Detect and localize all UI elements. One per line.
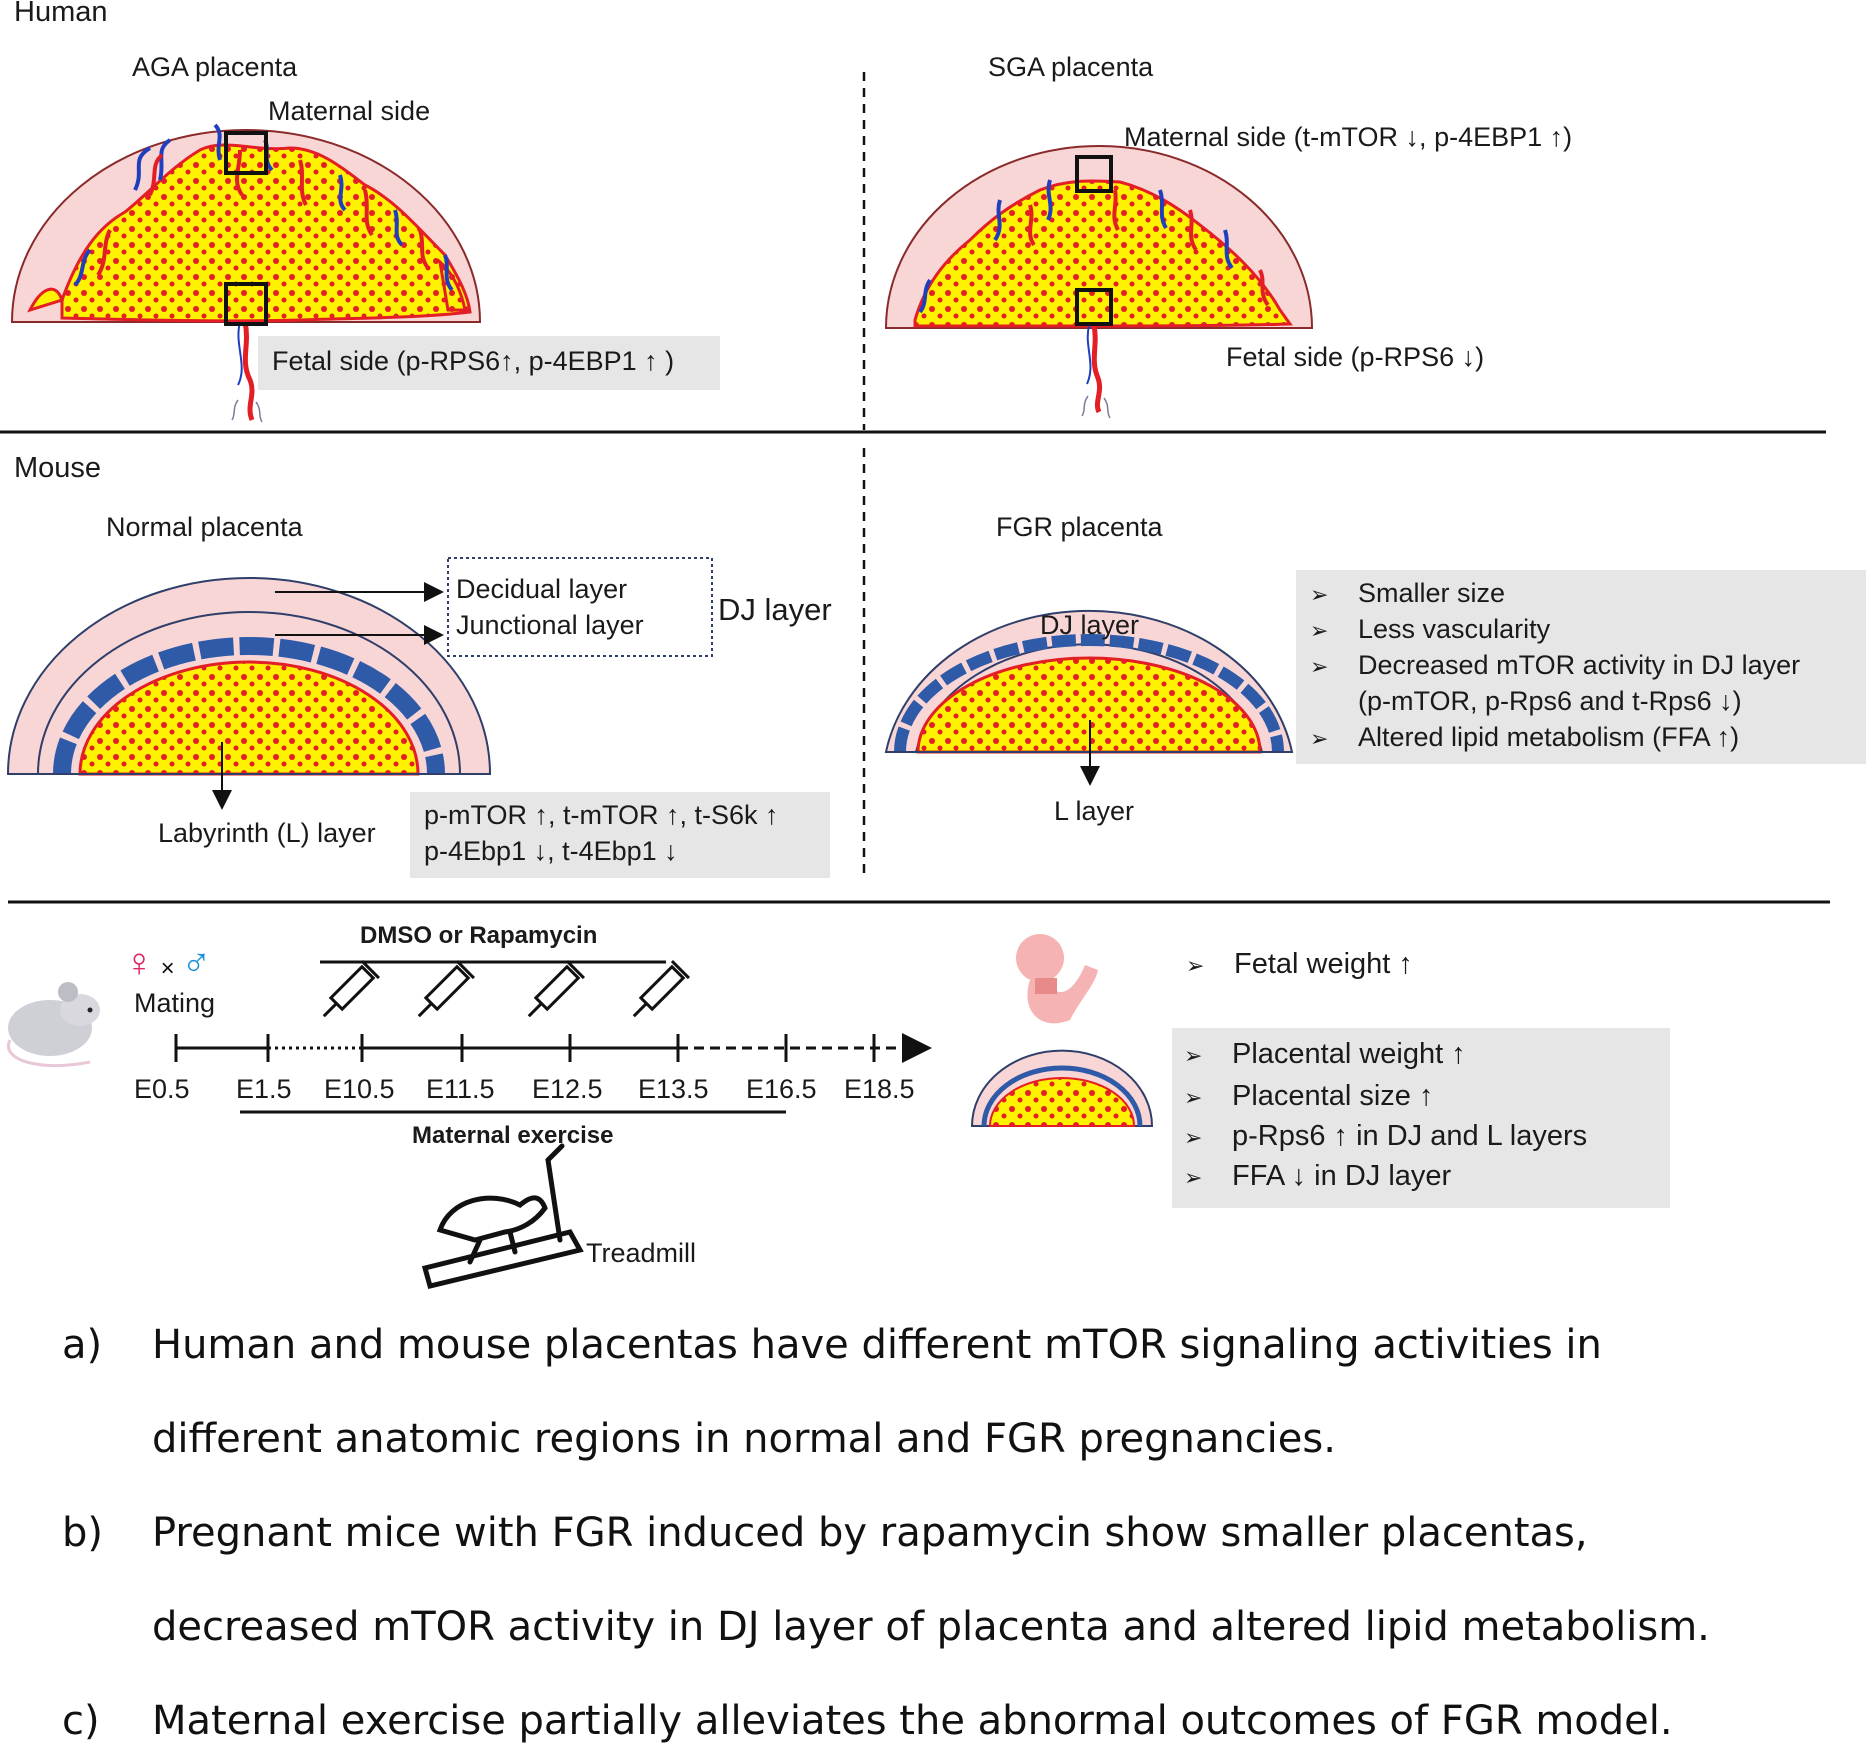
placental-outcome-item: ➢Placental weight ↑: [1184, 1038, 1466, 1070]
decidual-layer-label: Decidual layer: [456, 574, 628, 604]
timepoint-label: E13.5: [638, 1074, 709, 1104]
fgr-findings-box: ➢Smaller size ➢Less vascularity ➢Decreas…: [1296, 570, 1866, 764]
exercise-label: Maternal exercise: [412, 1122, 614, 1149]
outcome-placenta-icon: [970, 1049, 1154, 1127]
timepoint-label: E16.5: [746, 1074, 817, 1104]
fgr-finding-item: ➢Smaller size: [1310, 578, 1506, 608]
aga-fetal-box: Fetal side (p-RPS6↑, p-4EBP1 ↑ ): [258, 336, 720, 390]
normal-mouse-placenta-diagram: [6, 557, 713, 810]
sga-title: SGA placenta: [988, 52, 1154, 82]
sga-fetal-label: Fetal side (p-RPS6 ↓): [1226, 342, 1485, 372]
separator-lines: [0, 72, 1830, 904]
arrowhead-bullet-icon: ➢: [1310, 654, 1329, 679]
timepoint-label: E0.5: [134, 1074, 190, 1104]
arrowhead-bullet-icon: ➢: [1310, 618, 1329, 643]
section-label-human: Human: [14, 0, 108, 28]
aga-maternal-label: Maternal side: [268, 96, 431, 126]
caption-marker: a): [62, 1322, 103, 1368]
caption-marker: c): [62, 1698, 100, 1744]
caption-line: Pregnant mice with FGR induced by rapamy…: [152, 1510, 1588, 1556]
arrowhead-bullet-icon: ➢: [1310, 726, 1329, 751]
aga-title: AGA placenta: [132, 52, 298, 82]
timepoint-label: E1.5: [236, 1074, 292, 1104]
arrowhead-bullet-icon: ➢: [1184, 1125, 1203, 1150]
timepoint-label: E10.5: [324, 1074, 395, 1104]
caption-line: different anatomic regions in normal and…: [152, 1416, 1336, 1462]
timepoint-label: E18.5: [844, 1074, 915, 1104]
aga-fetal-label: Fetal side (p-RPS6↑, p-4EBP1 ↑ ): [272, 346, 675, 376]
arrowhead-bullet-icon: ➢: [1184, 1085, 1203, 1110]
timepoint-label: E11.5: [426, 1074, 495, 1104]
fgr-finding-item: ➢Decreased mTOR activity in DJ layer: [1310, 650, 1801, 680]
normal-marker-line: p-4Ebp1 ↓, t-4Ebp1 ↓: [424, 836, 678, 866]
sex-symbols: ♀ × ♂: [124, 941, 212, 985]
placental-outcome-item: ➢p-Rps6 ↑ in DJ and L layers: [1184, 1120, 1588, 1152]
fgr-finding-item: ➢Altered lipid metabolism (FFA ↑): [1310, 722, 1740, 752]
fgr-dj-layer-label: DJ layer: [1040, 610, 1140, 640]
aga-placenta-diagram: [10, 123, 482, 423]
mating-label: Mating: [134, 988, 216, 1018]
treadmill-icon: [421, 1143, 584, 1289]
dj-layer-label: DJ layer: [718, 592, 832, 627]
arrowhead-bullet-icon: ➢: [1186, 953, 1205, 978]
fetus-icon: [1016, 934, 1098, 1024]
arrowhead-bullet-icon: ➢: [1184, 1165, 1203, 1190]
syringe-icons: [322, 959, 691, 1018]
fgr-placenta-title: FGR placenta: [996, 512, 1163, 542]
caption-line: decreased mTOR activity in DJ layer of p…: [152, 1604, 1710, 1650]
sga-placenta-diagram: [884, 145, 1314, 419]
fgr-finding-item: (p-mTOR, p-Rps6 and t-Rps6 ↓): [1358, 686, 1742, 716]
timepoint-label: E12.5: [532, 1074, 603, 1104]
normal-marker-line: p-mTOR ↑, t-mTOR ↑, t-S6k ↑: [424, 800, 779, 830]
placental-outcome-item: ➢Placental size ↑: [1184, 1080, 1434, 1112]
treadmill-label: Treadmill: [586, 1238, 697, 1268]
section-label-mouse: Mouse: [14, 452, 102, 484]
normal-placenta-title: Normal placenta: [106, 512, 303, 542]
fgr-l-layer-label: L layer: [1054, 796, 1135, 826]
fgr-mouse-placenta-diagram: [884, 609, 1294, 786]
caption-line: Maternal exercise partially alleviates t…: [152, 1698, 1673, 1744]
normal-markers-box: p-mTOR ↑, t-mTOR ↑, t-S6k ↑ p-4Ebp1 ↓, t…: [410, 792, 830, 878]
caption-line: Human and mouse placentas have different…: [152, 1322, 1602, 1368]
fgr-finding-item: ➢Less vascularity: [1310, 614, 1551, 644]
arrowhead-bullet-icon: ➢: [1310, 582, 1329, 607]
drug-label: DMSO or Rapamycin: [360, 922, 598, 949]
sga-maternal-label: Maternal side (t-mTOR ↓, p-4EBP1 ↑): [1124, 122, 1573, 152]
junctional-layer-label: Junctional layer: [456, 610, 644, 640]
arrowhead-bullet-icon: ➢: [1184, 1043, 1203, 1068]
caption-marker: b): [62, 1510, 103, 1556]
placental-outcomes-box: ➢Placental weight ↑ ➢Placental size ↑ ➢p…: [1172, 1028, 1670, 1208]
placental-outcome-item: ➢FFA ↓ in DJ layer: [1184, 1160, 1452, 1192]
timeline-diagram: [174, 960, 932, 1114]
labyrinth-layer-label: Labyrinth (L) layer: [158, 818, 376, 848]
fetal-outcome: ➢Fetal weight ↑: [1186, 948, 1413, 980]
mouse-icon: [7, 982, 100, 1068]
